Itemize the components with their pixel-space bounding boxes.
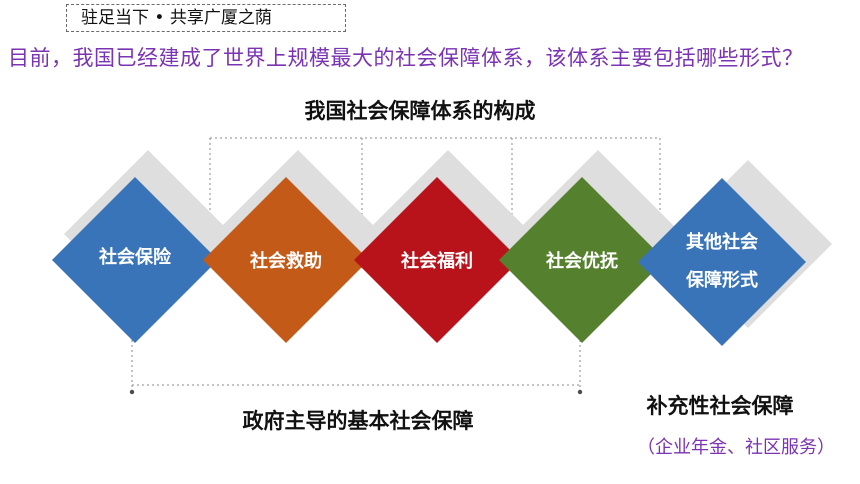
basic-security-label: 政府主导的基本社会保障: [242, 409, 474, 433]
question-text: 目前，我国已经建成了世界上规模最大的社会保障体系，该体系主要包括哪些形式？: [8, 46, 804, 70]
diamond-label-social-welfare: 社会福利: [401, 251, 473, 272]
diamond-label-social-insurance: 社会保险: [99, 247, 171, 268]
diamond-other-forms: [638, 178, 806, 346]
diamond-social-assistance: [203, 177, 369, 343]
supplementary-security-label: 补充性社会保障: [646, 394, 794, 418]
diamond-social-insurance: [52, 177, 218, 343]
diamond-social-welfare: [354, 177, 520, 343]
section-tag: 驻足当下 • 共享广厦之荫: [66, 4, 346, 32]
supplementary-security-note: （企业年金、社区服务）: [637, 437, 835, 458]
diamond-label-social-assistance: 社会救助: [250, 251, 322, 272]
diamond-special-care: [499, 177, 665, 343]
diagram-title: 我国社会保障体系的构成: [304, 99, 536, 123]
diamond-label-other-line1: 其他社会: [686, 232, 758, 253]
diamond-label-other-line2: 保障形式: [686, 270, 758, 291]
diamond-label-special-care: 社会优抚: [546, 251, 618, 272]
